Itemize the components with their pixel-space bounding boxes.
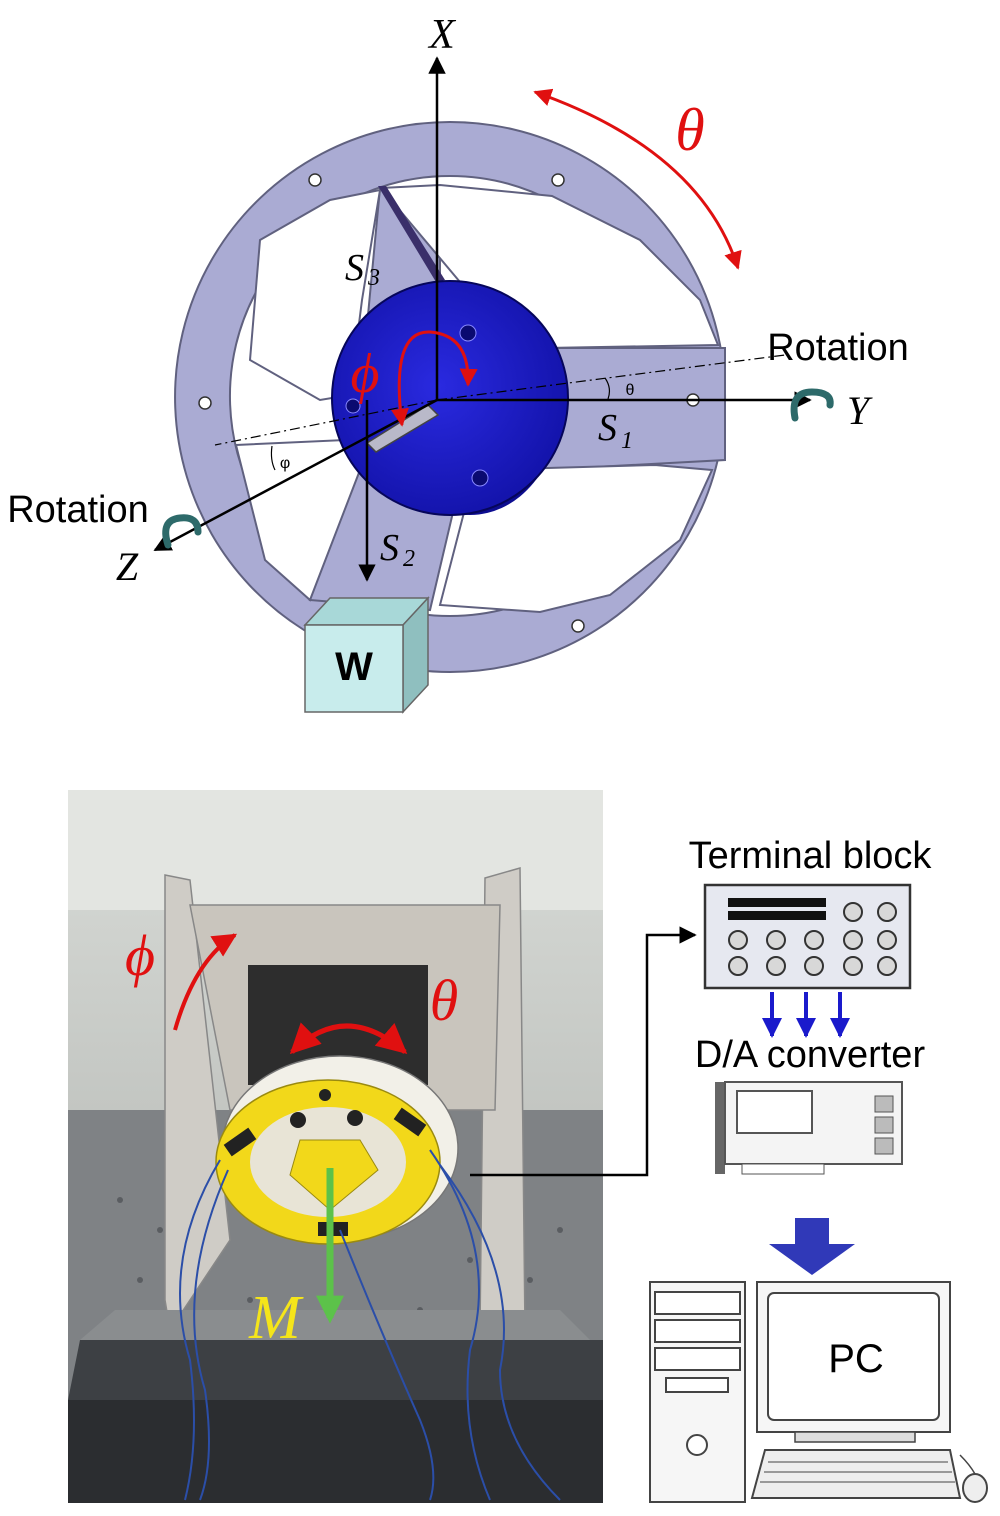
- bolt-hole: [551, 173, 565, 187]
- acquisition-system: Terminal block D/A converter: [649, 835, 988, 1503]
- photo-theta-label: θ: [430, 968, 459, 1033]
- s3-label: S 3: [345, 247, 380, 291]
- bolt-hole: [571, 619, 585, 633]
- s1-letter: S: [598, 407, 617, 449]
- slot-edge: [378, 186, 445, 282]
- terminal-block-icon: [703, 883, 912, 990]
- da-converter-card-icon: [715, 1081, 903, 1175]
- phi-small-label: φ: [280, 455, 290, 472]
- photo-phi-label: ϕ: [125, 923, 155, 988]
- theta-label: θ: [675, 97, 704, 163]
- phi-label: ϕ: [351, 343, 380, 405]
- phi-arrow: [391, 330, 478, 427]
- theta-small-label: θ: [626, 382, 635, 399]
- moment-label: M: [248, 1284, 304, 1352]
- photo-panel: ϕ θ M: [68, 790, 603, 1503]
- x-axis-label: X: [427, 12, 457, 58]
- da-converter-label: D/A converter: [695, 1034, 926, 1076]
- rotation-z-icon: [162, 514, 202, 549]
- theta-reference-line: [436, 354, 786, 401]
- left-stand-plate: [164, 874, 231, 1332]
- s1-subscript: 1: [621, 428, 633, 454]
- pc-icon: PC: [649, 1281, 988, 1503]
- weight-label: W: [335, 645, 373, 689]
- pc-mouse: [962, 1473, 988, 1503]
- pc-keyboard: [750, 1449, 962, 1499]
- rotation-y-icon: [790, 388, 834, 422]
- s1-label: S 1: [598, 407, 633, 454]
- pc-label: PC: [828, 1337, 884, 1381]
- weight-block: [303, 596, 430, 714]
- z-axis: [153, 398, 438, 552]
- rotation-z-label: Rotation: [7, 489, 149, 531]
- s2-letter: S: [380, 527, 399, 569]
- z-axis-label: Z: [116, 544, 139, 589]
- sensor-wires: [179, 1149, 561, 1501]
- photo-theta-arrow: [289, 1022, 408, 1055]
- to-pc-arrow: [769, 1218, 855, 1275]
- phi-reference-line: [214, 399, 438, 446]
- s2-subscript: 2: [403, 546, 415, 572]
- bolt-hole: [198, 396, 212, 410]
- signal-connection-arrow: [470, 926, 697, 1177]
- y-axis-label: Y: [847, 388, 873, 433]
- terminal-to-da-arrows: [762, 992, 850, 1038]
- bolt-hole: [308, 173, 322, 187]
- sensor-disc: [215, 1055, 459, 1245]
- theta-arrow: [533, 88, 742, 270]
- s2-label: S 2: [380, 527, 415, 572]
- theta-small-arc: [604, 377, 611, 400]
- photo-phi-arrow: [173, 933, 238, 1031]
- s3-letter: S: [345, 247, 364, 289]
- top-schematic: X Y Z θ ϕ θ φ S 3 S 1 S 2 Rotation Rotat…: [7, 12, 909, 714]
- rotation-y-label: Rotation: [767, 327, 909, 369]
- phi-small-arc: [270, 445, 276, 471]
- s3-subscript: 3: [367, 265, 380, 291]
- base-plate: [80, 1310, 590, 1340]
- terminal-block-label: Terminal block: [689, 835, 933, 877]
